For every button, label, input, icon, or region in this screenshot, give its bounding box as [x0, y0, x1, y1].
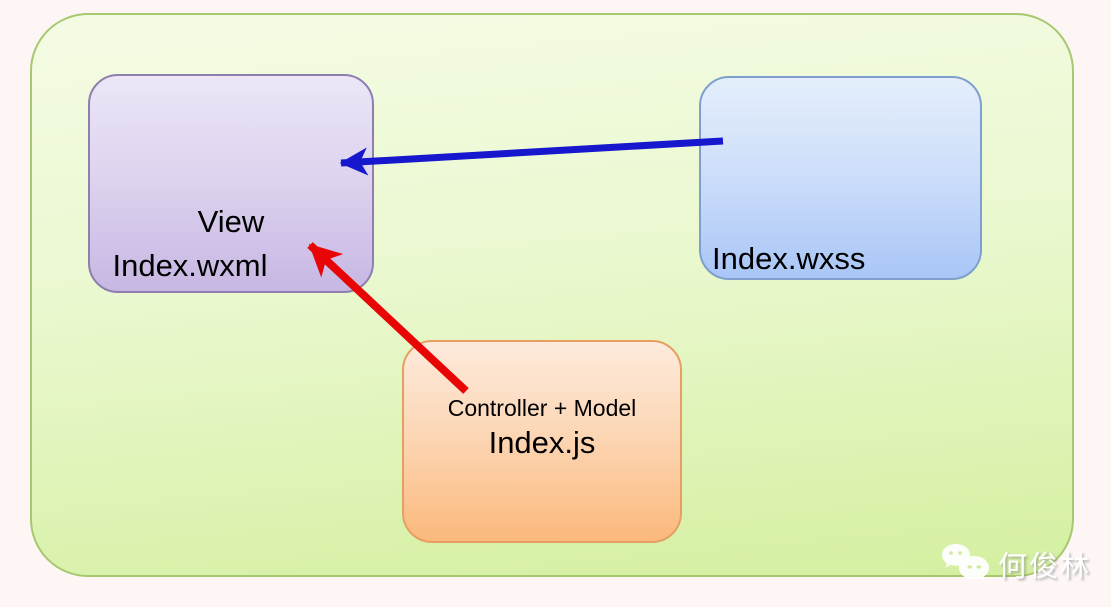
node-js-filename: Index.js [488, 425, 596, 460]
node-controller-model: Controller + Model Index.js [402, 340, 682, 543]
watermark-author-name: 何俊林 [998, 551, 1092, 583]
node-view-wxml: View Index.wxml [88, 74, 374, 293]
node-wxss: Index.wxss [699, 76, 982, 280]
watermark: 何俊林 [938, 534, 1108, 594]
node-wxss-filename: Index.wxss [712, 241, 866, 276]
node-js-role: Controller + Model [447, 395, 637, 421]
node-view-title: View [197, 204, 265, 239]
wechat-icon [942, 544, 989, 582]
node-view-filename: Index.wxml [112, 248, 268, 283]
